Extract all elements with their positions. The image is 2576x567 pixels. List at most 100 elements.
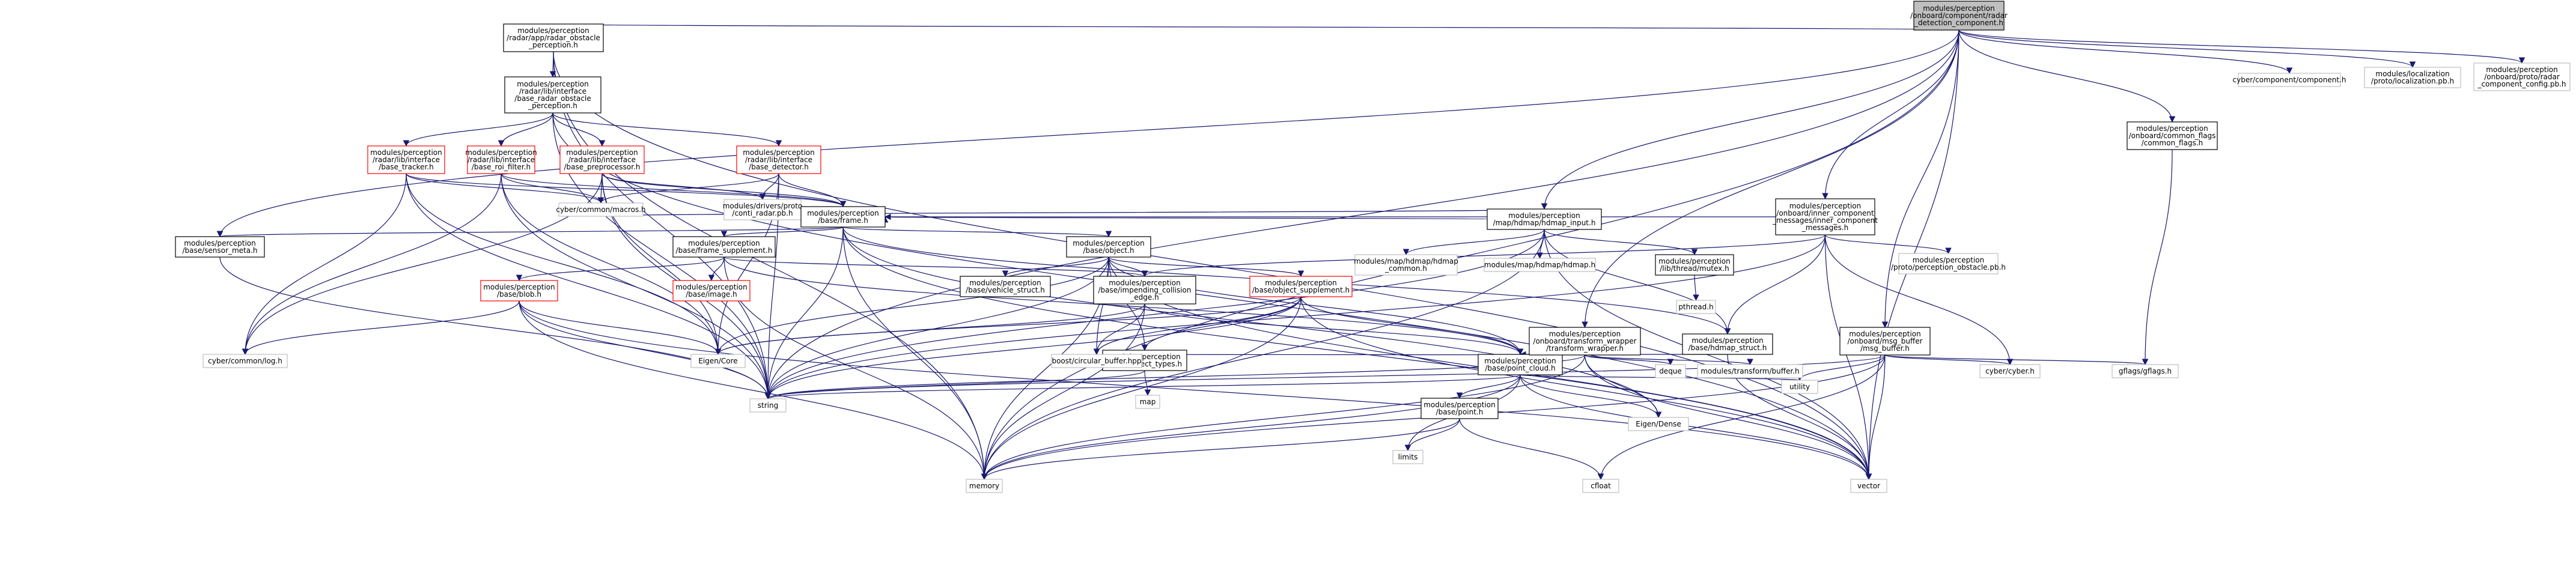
node-impending[interactable]: modules/perception/base/impending_collis…: [1093, 276, 1196, 305]
node-label-hdmap_struct-1: /base/hdmap_struct.h: [1688, 344, 1767, 352]
node-frame[interactable]: modules/perception/base/frame.h: [800, 206, 886, 228]
edge-object-to-string: [764, 256, 1109, 400]
edge-radar_obstacle-to-string: [553, 51, 772, 400]
node-base_roi_filter[interactable]: modules/perception/radar/lib/interface/b…: [465, 145, 537, 174]
edge-base_detector-to-frame: [778, 173, 847, 208]
edge-root-to-sensor_meta: [216, 29, 1959, 238]
edge-frame_supplement-to-base_image: [708, 256, 725, 282]
node-root[interactable]: modules/perception/onboard/component/rad…: [1910, 1, 2008, 31]
node-box-object: [1066, 236, 1151, 258]
node-object_supplement[interactable]: modules/perception/base/object_supplemen…: [1249, 276, 1353, 297]
node-box-vector: [1850, 479, 1887, 493]
node-box-object_supplement: [1249, 276, 1353, 297]
edge-msg_buffer-to-string: [765, 354, 1886, 400]
edge-point-to-memory: [981, 418, 1460, 481]
edge-base_radar_obstacle-to-base_tracker: [403, 112, 553, 147]
node-object[interactable]: modules/perception/base/object.h: [1066, 236, 1151, 258]
node-label-base_roi_filter-1: /radar/lib/interface: [467, 156, 535, 164]
node-label-map-0: map: [1140, 398, 1156, 406]
node-label-impending-2: _edge.h: [1130, 293, 1159, 302]
node-label-base_detector-2: /base_detector.h: [749, 163, 809, 171]
node-point[interactable]: modules/perception/base/point.h: [1420, 398, 1499, 419]
edge-transform_wrapper-to-memory: [981, 354, 1586, 481]
node-label-hdmap_input-0: modules/perception: [1508, 211, 1580, 220]
node-blob[interactable]: modules/perception/base/blob.h: [480, 280, 558, 302]
node-cyber_macros: cyber/common/macros.h: [556, 202, 646, 217]
node-box-msg_buffer: [1839, 327, 1931, 356]
node-label-root-2: _detection_component.h: [1914, 19, 2003, 27]
node-deque: deque: [1655, 364, 1686, 378]
node-hdmap_struct[interactable]: modules/perception/base/hdmap_struct.h: [1682, 333, 1773, 355]
node-label-msg_buffer-1: /onboard/msg_buffer: [1847, 337, 1922, 345]
edge-msg_buffer-to-vector: [1865, 354, 1886, 481]
node-base_tracker[interactable]: modules/perception/radar/lib/interface/b…: [367, 145, 445, 174]
edge-root-to-inner_msgs: [1822, 29, 1959, 200]
node-label-hdmap_input-1: /map/hdmap/hdmap_input.h: [1493, 219, 1596, 227]
node-label-sensor_meta-1: /base/sensor_meta.h: [182, 246, 257, 255]
node-box-string: [749, 398, 787, 413]
node-base_preprocessor[interactable]: modules/perception/radar/lib/interface/b…: [559, 145, 645, 174]
node-label-cyber_h-0: cyber/cyber.h: [1985, 367, 2035, 375]
node-label-object_supplement-0: modules/perception: [1265, 279, 1337, 287]
node-mutex[interactable]: modules/perception/lib/thread/mutex.h: [1655, 254, 1734, 276]
node-box-gflags: [2112, 364, 2179, 378]
node-label-point-0: modules/perception: [1423, 401, 1496, 409]
edge-frame_supplement-to-point_cloud: [723, 256, 1524, 356]
node-box-transform_wrapper: [1529, 327, 1641, 356]
node-box-base_image: [672, 280, 751, 302]
node-box-utility: [1781, 380, 1818, 394]
node-label-root-0: modules/perception: [1923, 4, 1995, 13]
node-box-limits: [1392, 450, 1423, 464]
node-label-frame_supplement-0: modules/perception: [688, 239, 760, 247]
node-label-vector-0: vector: [1857, 482, 1880, 490]
edge-msg_buffer-to-gflags: [1884, 354, 2148, 366]
node-label-limits-0: limits: [1398, 453, 1418, 461]
edge-object_supplement-to-memory: [981, 296, 1302, 481]
edge-frame-to-object: [842, 226, 1112, 238]
node-msg_buffer[interactable]: modules/perception/onboard/msg_buffer/ms…: [1839, 327, 1931, 356]
node-base_image[interactable]: modules/perception/base/image.h: [672, 280, 751, 302]
node-hdmap_input[interactable]: modules/perception/map/hdmap/hdmap_input…: [1487, 208, 1602, 230]
node-inner_msgs[interactable]: modules/perception/onboard/inner_compone…: [1772, 198, 1878, 235]
node-sensor_meta[interactable]: modules/perception/base/sensor_meta.h: [175, 236, 265, 258]
edge-root-to-cyber_component: [1958, 29, 2293, 74]
node-box-cyber_macros: [558, 202, 644, 217]
node-label-utility-0: utility: [1789, 383, 1810, 391]
edge-impending-to-boost_cb: [1093, 303, 1145, 356]
node-base_detector[interactable]: modules/perception/radar/lib/interface/b…: [736, 145, 821, 174]
node-cyber_log: cyber/common/log.h: [202, 354, 288, 368]
node-box-mutex: [1655, 254, 1734, 276]
edge-impending-to-point_cloud: [1144, 303, 1524, 356]
node-box-conti_radar: [723, 199, 802, 220]
node-box-localization: [2364, 67, 2461, 88]
node-label-base_roi_filter-2: /base_roi_filter.h: [472, 163, 531, 171]
edge-base_tracker-to-eigen_core: [406, 173, 722, 356]
edge-transform_wrapper-to-transform_buffer: [1584, 354, 1753, 366]
node-base_radar_obstacle[interactable]: modules/perception/radar/lib/interface/b…: [504, 76, 601, 114]
node-label-base_radar_obstacle-0: modules/perception: [517, 80, 589, 88]
node-point_cloud[interactable]: modules/perception/base/point_cloud.h: [1478, 354, 1563, 375]
node-common_flags[interactable]: modules/perception/onboard/common_flags/…: [2127, 121, 2218, 150]
edge-hdmap_input-to-hdmap_struct: [1544, 229, 1731, 335]
node-label-mutex-1: /lib/thread/mutex.h: [1660, 264, 1729, 273]
edge-object-to-point_cloud: [1108, 256, 1524, 356]
node-label-hdmap_struct-0: modules/perception: [1691, 336, 1764, 345]
edge-object_supplement-to-string: [764, 296, 1302, 400]
node-box-memory: [966, 479, 1003, 493]
node-frame_supplement[interactable]: modules/perception/base/frame_supplement…: [672, 236, 776, 258]
edge-sensor_meta-to-string: [219, 256, 772, 400]
node-label-common_flags-2: /common_flags.h: [2142, 139, 2203, 147]
node-cyber_h: cyber/cyber.h: [1979, 364, 2041, 378]
node-box-root: [1913, 1, 2005, 31]
node-transform_wrapper[interactable]: modules/perception/onboard/transform_wra…: [1529, 327, 1641, 356]
node-hdmap_common: modules/map/hdmap/hdmap_common.h: [1354, 254, 1458, 276]
node-label-vehicle_struct-1: /base/vehicle_struct.h: [966, 286, 1045, 294]
edge-root-to-transform_wrapper: [1582, 29, 1959, 329]
node-box-common_flags: [2127, 121, 2218, 150]
node-box-frame_supplement: [672, 236, 776, 258]
edge-object-to-boost_cb: [1093, 256, 1109, 356]
node-vehicle_struct[interactable]: modules/perception/base/vehicle_struct.h: [960, 276, 1051, 297]
node-label-radar_obstacle-0: modules/perception: [517, 26, 589, 35]
node-radar_obstacle[interactable]: modules/perception/radar/app/radar_obsta…: [503, 23, 604, 52]
node-label-blob-1: /base/blob.h: [497, 290, 541, 299]
